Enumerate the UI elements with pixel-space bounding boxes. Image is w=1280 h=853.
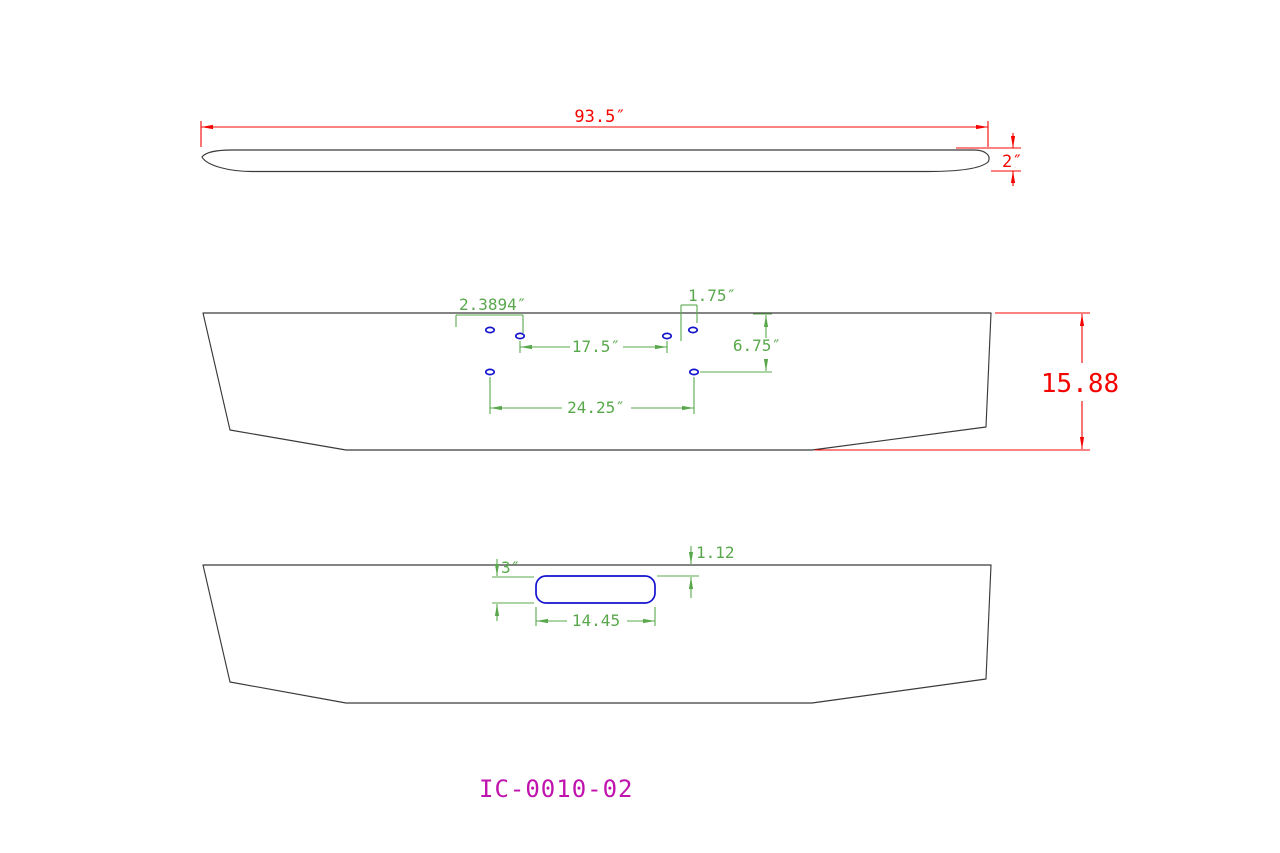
- bolt-hole: [688, 368, 700, 376]
- bolt-hole: [661, 332, 673, 340]
- bolt-hole: [514, 332, 526, 340]
- dim-label-hole-offset: 1.75″: [688, 286, 736, 305]
- front-view: 2.3894″ 1.75″ 17.5″ 6.75″ 2: [202, 286, 1119, 451]
- dim-upper-hole-span: 17.5″: [519, 337, 668, 356]
- dim-label-slot-height: 3″: [501, 558, 520, 577]
- mounting-holes: [484, 326, 700, 376]
- bumper-top-profile: [201, 149, 990, 173]
- bumper-front-outline: [202, 312, 992, 451]
- dim-slot-height: 3″: [492, 558, 534, 621]
- dim-overall-height: 15.88: [815, 312, 1119, 451]
- dim-slot-width: 14.45: [535, 607, 656, 630]
- dim-label-overall-width: 93.5″: [574, 107, 625, 127]
- dim-end-height: 2″: [956, 133, 1022, 186]
- dim-lower-hole-span: 24.25″: [489, 377, 695, 417]
- dim-label-hole-row-drop: 6.75″: [733, 336, 781, 355]
- license-slot: [535, 575, 656, 604]
- bolt-hole: [484, 368, 496, 376]
- part-number-title: IC-0010-02: [479, 775, 634, 803]
- dim-label-overall-height: 15.88: [1041, 369, 1119, 399]
- dim-label-slot-width: 14.45: [572, 611, 620, 630]
- dim-hole-row-drop: 6.75″: [700, 313, 781, 373]
- bumper-bottom-outline: [202, 564, 992, 704]
- dim-label-lower-hole-span: 24.25″: [567, 398, 625, 417]
- dim-label-slot-top-offset: 1.12: [696, 543, 735, 562]
- bottom-view: 3″ 1.12 14.45: [202, 543, 992, 704]
- bolt-hole: [687, 326, 699, 334]
- dim-label-upper-hole-span: 17.5″: [572, 337, 620, 356]
- dim-hole-offset: 1.75″: [680, 286, 736, 341]
- dim-slot-top-offset: 1.12: [657, 543, 735, 598]
- dim-label-hole-pitch: 2.3894″: [459, 295, 526, 314]
- dim-label-end-height: 2″: [1002, 152, 1022, 172]
- top-view: 93.5″ 2″: [200, 107, 1022, 186]
- dim-hole-pitch: 2.3894″: [455, 295, 526, 333]
- bolt-hole: [484, 326, 496, 334]
- dim-overall-width: 93.5″: [200, 107, 989, 147]
